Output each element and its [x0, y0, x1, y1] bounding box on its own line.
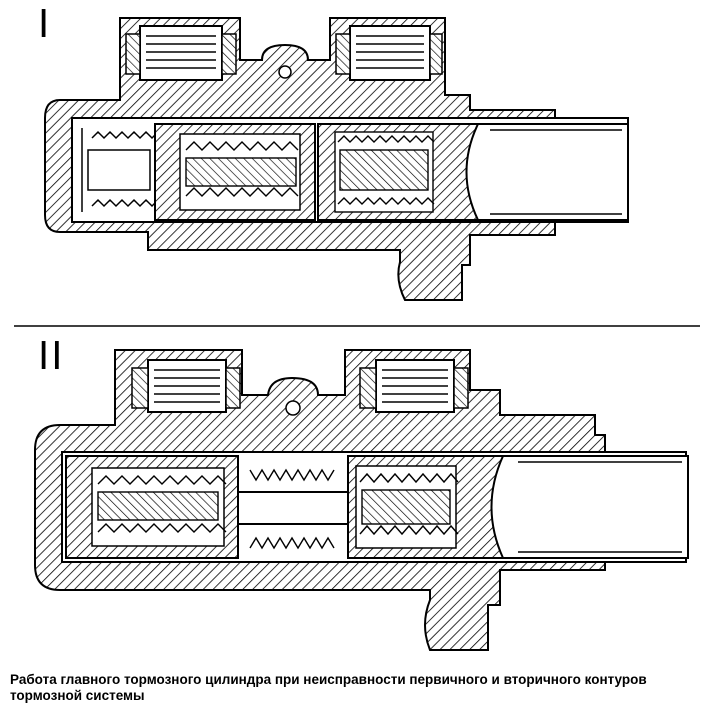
- panel-two-bolt-hole: [285, 400, 301, 416]
- panel-two-port-right-ribs: [382, 369, 448, 403]
- panel-two-seal-left-b: [225, 367, 241, 409]
- panel-two-connecting-rod: [237, 491, 349, 525]
- panel-two-pushrod-sleeve: [490, 455, 689, 559]
- panel-one-label: I: [38, 2, 52, 46]
- panel-two-secondary-spring: [97, 475, 227, 533]
- figure-caption: Работа главного тормозного цилиндра при …: [10, 672, 647, 703]
- panel-two-label: II: [38, 334, 65, 378]
- panel-two-port-left-ribs: [154, 369, 220, 403]
- panel-one-cylinder-section: [44, 17, 629, 301]
- panel-one-primary-spring: [334, 131, 435, 213]
- panel-two-seal-left-a: [131, 367, 149, 409]
- panel-one-secondary-piston-spring: [185, 141, 299, 197]
- panel-one-reservoir-port-left: [139, 25, 223, 81]
- panel-two-cylinder-section: [34, 349, 689, 651]
- panel-one-port-right-ribs: [356, 35, 424, 69]
- panel-two-primary-spring: [359, 472, 459, 536]
- panel-one-pushrod-sleeve: [465, 123, 629, 221]
- panel-one-reservoir-port-right: [349, 25, 431, 81]
- panel-one-seal-left-a: [125, 33, 141, 75]
- panel-one-bolt-hole: [278, 65, 292, 79]
- panel-two-rod-spring: [249, 468, 335, 550]
- panel-one-seal-left-b: [221, 33, 237, 75]
- panel-one-seal-right-a: [335, 33, 351, 75]
- panel-one-secondary-spring: [81, 128, 165, 212]
- panel-one-seal-right-b: [429, 33, 443, 75]
- panel-two-seal-right-b: [453, 367, 469, 409]
- panel-two-seal-right-a: [359, 367, 377, 409]
- panel-one-port-left-ribs: [146, 35, 216, 69]
